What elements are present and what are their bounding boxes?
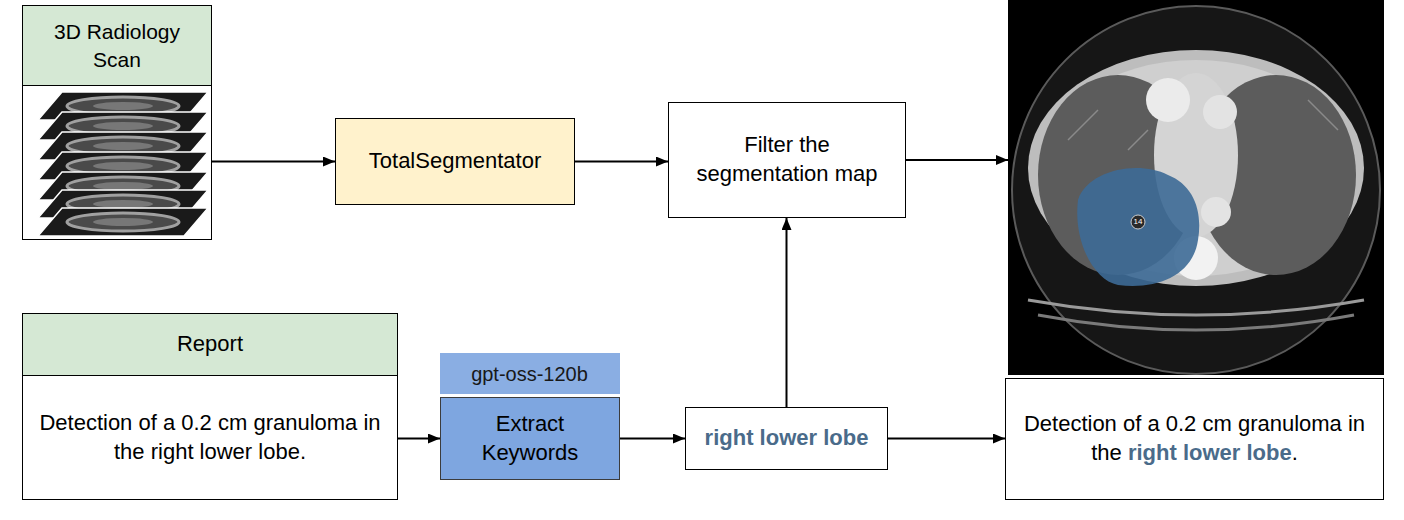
arrow-connector bbox=[888, 438, 1005, 440]
box-label: Extract Keywords bbox=[451, 410, 609, 467]
arrow-connector bbox=[906, 159, 1008, 161]
header-label: 3D Radiology Scan bbox=[31, 18, 203, 73]
process-box: Filter the segmentation map bbox=[668, 102, 906, 218]
ct-scan-image bbox=[1008, 0, 1384, 375]
header-band: Report bbox=[23, 314, 397, 376]
arrow-connector bbox=[212, 161, 335, 163]
arrow-connector bbox=[620, 438, 685, 440]
report-text: Detection of a 0.2 cm granuloma in the r… bbox=[31, 409, 389, 466]
output-text-box: Detection of a 0.2 cm granuloma in the r… bbox=[1005, 378, 1384, 500]
input-scan-box: 3D Radiology Scan bbox=[22, 5, 212, 240]
llm-box: gpt-oss-120bExtract Keywords bbox=[440, 397, 620, 480]
model-header: gpt-oss-120b bbox=[440, 353, 620, 394]
keyword-label: right lower lobe bbox=[705, 424, 869, 453]
callout-number: 14 bbox=[1128, 216, 1148, 228]
arrow-connector bbox=[786, 218, 788, 407]
box-label: Filter the segmentation map bbox=[689, 131, 885, 188]
output-text: Detection of a 0.2 cm granuloma in the r… bbox=[1014, 410, 1375, 467]
text-run: . bbox=[1292, 440, 1298, 465]
process-box: TotalSegmentator bbox=[335, 118, 575, 205]
ct-image-node: 14 bbox=[1008, 0, 1384, 375]
header-band: 3D Radiology Scan bbox=[23, 6, 211, 86]
arrow-connector bbox=[398, 438, 440, 440]
model-name: gpt-oss-120b bbox=[471, 361, 588, 387]
keyword-box: right lower lobe bbox=[685, 407, 888, 470]
arrow-connector bbox=[575, 161, 668, 163]
box-label: TotalSegmentator bbox=[369, 147, 541, 176]
scan-stack-illustration bbox=[38, 92, 208, 236]
header-label: Report bbox=[177, 330, 243, 359]
body-area: Detection of a 0.2 cm granuloma in the r… bbox=[23, 376, 397, 499]
highlighted-keyword: right lower lobe bbox=[1128, 440, 1292, 465]
report-box: ReportDetection of a 0.2 cm granuloma in… bbox=[22, 313, 398, 500]
